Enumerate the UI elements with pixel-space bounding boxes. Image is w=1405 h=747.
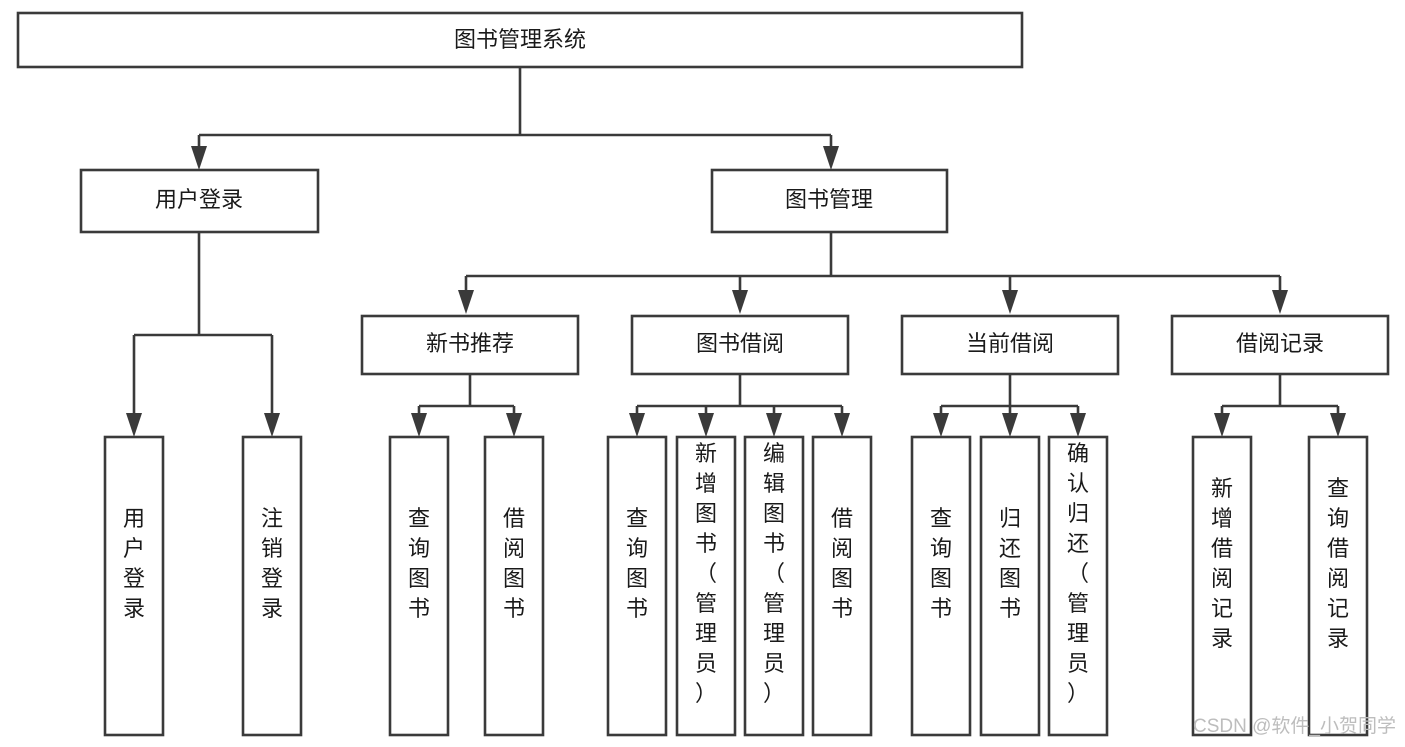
leaf-add-borrow-record-box[interactable] (1191, 435, 1253, 737)
leaf-borrow-book-recommend-box[interactable] (483, 435, 545, 737)
node-book-borrow-box[interactable] (630, 314, 850, 376)
node-current-borrow[interactable]: 当前借阅 (900, 314, 1120, 376)
leaf-confirm-return-label: 确认归还（管理员） (1067, 441, 1089, 706)
arrow-head-leaf-query-book-2 (629, 413, 645, 437)
node-new-book-recommend-box[interactable] (360, 314, 580, 376)
node-root[interactable]: 图书管理系统 (16, 11, 1024, 69)
arrow-head-book-borrow (732, 290, 748, 314)
leaf-query-borrow-record[interactable]: 查询借阅记录 (1307, 435, 1369, 737)
node-new-book-recommend[interactable]: 新书推荐 (360, 314, 580, 376)
leaf-query-book-borrow-box[interactable] (606, 435, 668, 737)
leaf-user-login-label: 用户登录 (123, 506, 145, 621)
arrow-head-leaf-add-record (1214, 413, 1230, 437)
leaf-query-book-current-box[interactable] (910, 435, 972, 737)
leaf-query-borrow-record-box[interactable] (1307, 435, 1369, 737)
leaf-confirm-return[interactable]: 确认归还（管理员） (1047, 435, 1109, 737)
leaf-add-borrow-record[interactable]: 新增借阅记录 (1191, 435, 1253, 737)
arrow-head-user-login (191, 146, 207, 170)
arrow-head-leaf-add-book (698, 413, 714, 437)
leaf-user-login-box[interactable] (103, 435, 165, 737)
arrow-head-leaf-logout (264, 413, 280, 437)
leaf-add-borrow-record-label: 新增借阅记录 (1211, 476, 1233, 651)
arrow-head-book-manage (823, 146, 839, 170)
leaf-query-book-borrow-label: 查询图书 (626, 506, 648, 621)
node-root-box[interactable] (16, 11, 1024, 69)
node-book-borrow[interactable]: 图书借阅 (630, 314, 850, 376)
leaf-return-book-label: 归还图书 (999, 506, 1021, 621)
arrow-head-leaf-borrow-book-2 (834, 413, 850, 437)
leaf-borrow-book-recommend[interactable]: 借阅图书 (483, 435, 545, 737)
leaf-query-book-current-label: 查询图书 (930, 506, 952, 621)
node-book-manage-box[interactable] (710, 168, 949, 234)
watermark-label: CSDN @软件_小贺同学 (1193, 715, 1396, 737)
arrow-head-leaf-borrow-book-1 (506, 413, 522, 437)
leaf-logout-box[interactable] (241, 435, 303, 737)
arrow-head-leaf-return-book (1002, 413, 1018, 437)
node-book-manage-label: 图书管理 (785, 187, 873, 212)
node-new-book-recommend-label: 新书推荐 (426, 331, 514, 356)
node-current-borrow-label: 当前借阅 (966, 331, 1054, 356)
leaf-borrow-book-recommend-label: 借阅图书 (503, 506, 525, 621)
leaf-add-book[interactable]: 新增图书（管理员） (675, 435, 737, 737)
leaf-user-login[interactable]: 用户登录 (103, 435, 165, 737)
arrow-head-leaf-query-book-3 (933, 413, 949, 437)
leaf-confirm-return-box[interactable] (1047, 435, 1109, 737)
node-book-borrow-label: 图书借阅 (696, 331, 784, 356)
node-borrow-record-label: 借阅记录 (1236, 331, 1324, 356)
arrow-head-leaf-query-book-1 (411, 413, 427, 437)
arrow-head-leaf-edit-book (766, 413, 782, 437)
leaf-add-book-label: 新增图书（管理员） (695, 441, 717, 706)
leaf-borrow-book-borrow-box[interactable] (811, 435, 873, 737)
leaf-return-book[interactable]: 归还图书 (979, 435, 1041, 737)
node-user-login-label: 用户登录 (155, 187, 243, 212)
node-borrow-record[interactable]: 借阅记录 (1170, 314, 1390, 376)
leaf-borrow-book-borrow-label: 借阅图书 (831, 506, 853, 621)
node-borrow-record-box[interactable] (1170, 314, 1390, 376)
node-user-login[interactable]: 用户登录 (79, 168, 320, 234)
node-book-manage[interactable]: 图书管理 (710, 168, 949, 234)
leaf-query-borrow-record-label: 查询借阅记录 (1327, 476, 1349, 651)
leaf-query-book-current[interactable]: 查询图书 (910, 435, 972, 737)
leaf-edit-book-label: 编辑图书（管理员） (763, 441, 785, 706)
leaf-logout-label: 注销登录 (261, 506, 283, 621)
node-user-login-box[interactable] (79, 168, 320, 234)
leaf-query-book-recommend-label: 查询图书 (408, 506, 430, 621)
arrow-head-current-borrow (1002, 290, 1018, 314)
arrow-head-new-book-recommend (458, 290, 474, 314)
leaf-edit-book[interactable]: 编辑图书（管理员） (743, 435, 805, 737)
leaf-logout[interactable]: 注销登录 (241, 435, 303, 737)
leaf-query-book-recommend[interactable]: 查询图书 (388, 435, 450, 737)
arrow-head-leaf-confirm-return (1070, 413, 1086, 437)
connector-group (126, 67, 1346, 437)
arrow-head-leaf-user-login (126, 413, 142, 437)
node-current-borrow-box[interactable] (900, 314, 1120, 376)
arrow-head-borrow-record (1272, 290, 1288, 314)
leaf-edit-book-box[interactable] (743, 435, 805, 737)
leaf-borrow-book-borrow[interactable]: 借阅图书 (811, 435, 873, 737)
leaf-add-book-box[interactable] (675, 435, 737, 737)
leaf-query-book-recommend-box[interactable] (388, 435, 450, 737)
leaf-query-book-borrow[interactable]: 查询图书 (606, 435, 668, 737)
leaf-return-book-box[interactable] (979, 435, 1041, 737)
node-root-label: 图书管理系统 (454, 27, 586, 52)
arrow-head-leaf-query-record (1330, 413, 1346, 437)
